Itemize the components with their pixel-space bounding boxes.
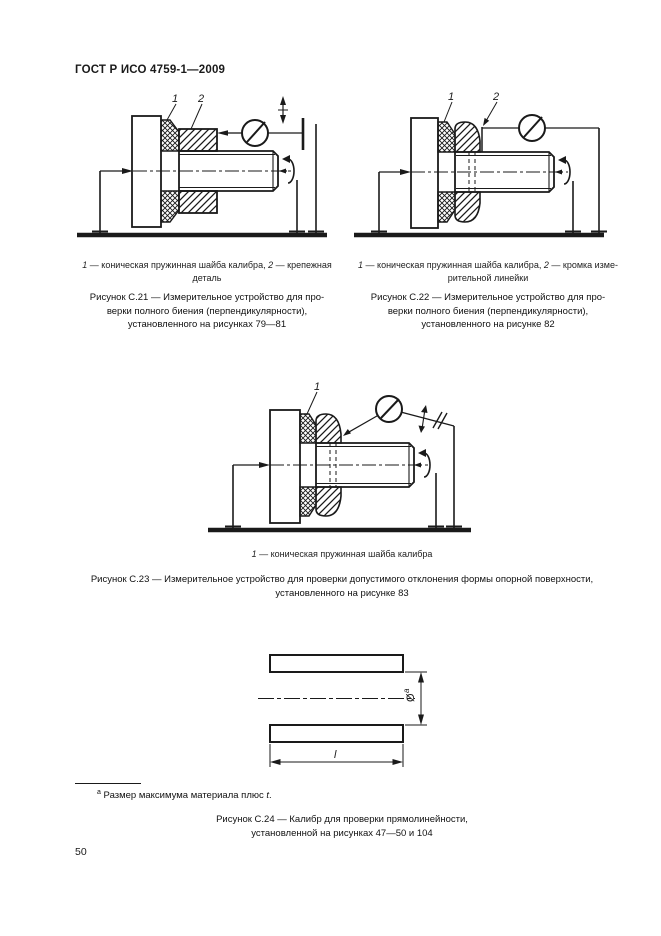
page-title: ГОСТ Р ИСО 4759-1—2009	[75, 64, 226, 76]
diameter-dimension: Ø a	[402, 671, 427, 726]
gauge-washer	[437, 121, 456, 223]
fig23-legend: 1 — коническая пружинная шайба калибра	[20, 548, 661, 561]
part-label-2: 2	[197, 93, 204, 105]
footnote: a Размер максимума материала плюс t.	[97, 789, 272, 802]
page-number: 50	[75, 846, 87, 858]
figure-c23-drawing: 1	[208, 381, 471, 533]
part-label-1: 1	[448, 91, 454, 103]
movement-arrow-icon	[278, 96, 288, 124]
legend-item-number: 2	[268, 260, 274, 270]
fig23-caption: Рисунок С.23 — Измерительное устройство …	[90, 574, 594, 599]
bolt-shaft	[178, 150, 279, 192]
rotation-arrow-icon	[555, 156, 571, 185]
fastener-head	[454, 121, 481, 223]
diameter-symbol: Ø	[405, 693, 417, 702]
legend-line: 1 — коническая пружинная шайба калибра, …	[82, 260, 332, 270]
fig21-legend: 1 — коническая пружинная шайба калибра, …	[62, 259, 352, 284]
rotation-arrow-icon	[279, 155, 295, 184]
left-support	[371, 172, 387, 233]
fig21-caption: Рисунок С.21 — Измерительное устройство …	[89, 292, 325, 330]
dial-indicator	[343, 395, 455, 436]
right-supports	[565, 128, 607, 233]
legend-item-number: 1	[251, 549, 257, 559]
fig22-legend: 1 — коническая пружинная шайба калибра, …	[343, 259, 633, 284]
break-slashes	[432, 411, 448, 430]
fixture-plate	[131, 115, 162, 228]
legend-line: рительной линейки	[447, 272, 529, 283]
fixture-plate	[269, 409, 301, 524]
length-dimension: l	[269, 744, 404, 767]
part-label-1: 1	[172, 93, 178, 105]
part-label-1: 1	[314, 381, 320, 393]
left-support	[92, 171, 108, 233]
axis-line	[379, 169, 568, 175]
gauge-washer	[299, 413, 317, 517]
gauge-wall-top	[269, 654, 404, 673]
length-symbol: l	[334, 749, 337, 761]
footnote-marker: a	[97, 789, 101, 796]
fig24-caption: Рисунок С.24 — Калибр для проверки прямо…	[216, 814, 468, 839]
bolt-shaft	[315, 442, 415, 488]
gauge-washer	[160, 119, 180, 223]
dial-indicator	[482, 114, 599, 142]
part-label-2: 2	[492, 91, 499, 103]
figure-c22-drawing: 1 2	[354, 91, 607, 238]
fixture-plate	[410, 117, 439, 229]
bolt-shaft	[454, 151, 555, 193]
legend-line: деталь	[192, 272, 222, 283]
axis-line	[100, 168, 293, 174]
figure-c21-drawing: 1 2	[77, 93, 327, 238]
legend-line: 1 — коническая пружинная шайба калибра, …	[358, 260, 618, 270]
axis-line	[233, 462, 429, 468]
legend-line: 1 — коническая пружинная шайба калибра	[251, 549, 433, 559]
right-supports	[289, 124, 324, 233]
rotation-arrow-icon	[414, 449, 431, 478]
dial-indicator	[217, 118, 305, 150]
left-support	[225, 465, 241, 528]
legend-item-number: 2	[543, 260, 549, 270]
gauge-wall-bottom	[269, 724, 404, 743]
legend-item-number: 1	[358, 260, 364, 270]
legend-item-number: 1	[82, 260, 88, 270]
footnote-rule	[75, 783, 141, 784]
diameter-footnote-marker: a	[402, 688, 411, 693]
fastener-head	[315, 413, 342, 517]
fig22-caption: Рисунок С.22 — Измерительное устройство …	[370, 292, 606, 330]
right-supports	[428, 426, 462, 528]
figure-c24-drawing: Ø a l	[258, 654, 427, 767]
movement-arrow-icon	[418, 405, 428, 433]
